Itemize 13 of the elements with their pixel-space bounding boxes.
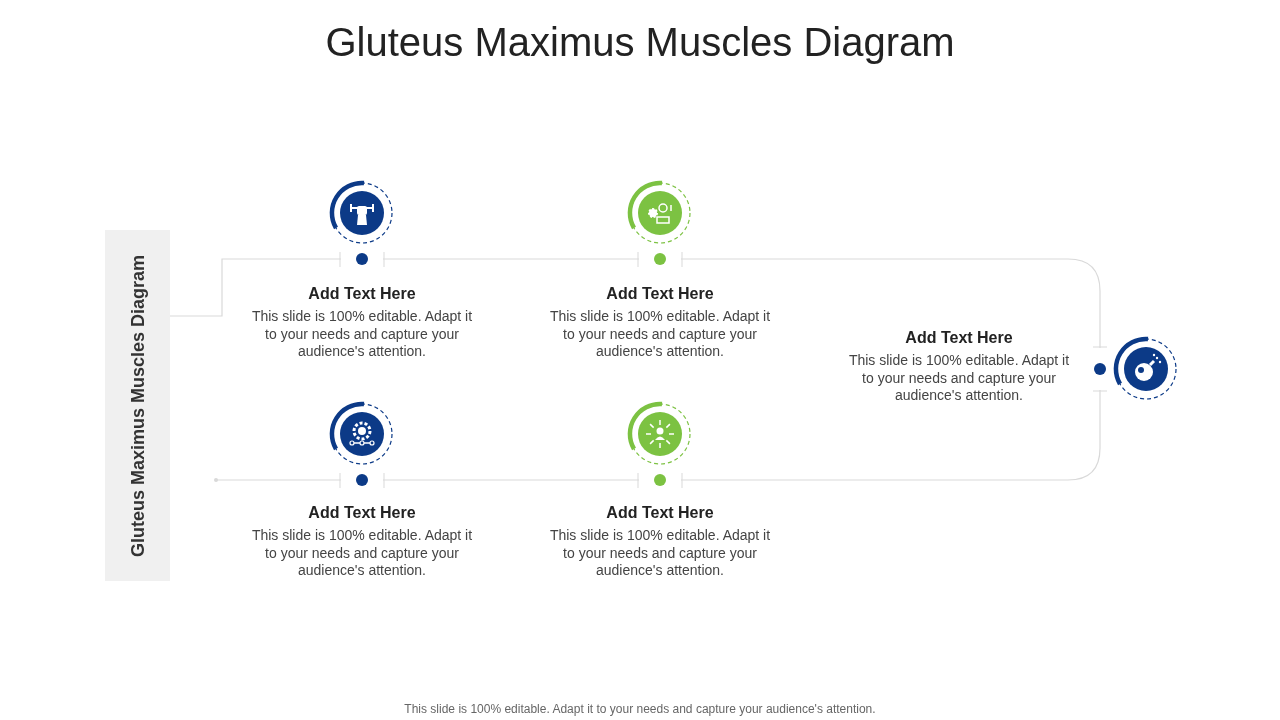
item-description: This slide is 100% editable. Adapt it to your needs and capture your audience's attention. [548,308,772,361]
item-heading: Add Text Here [605,504,715,522]
band-heading: Gluteus Maximus Muscles Diagram [127,254,148,557]
item-description: This slide is 100% editable. Adapt it to your needs and capture your audience's attention. [250,308,474,361]
item-description: This slide is 100% editable. Adapt it to your needs and capture your audience's attention. [548,527,772,580]
footer-note: This slide is 100% editable. Adapt it to your needs and capture your audience's attention. [403,702,877,716]
item-heading: Add Text Here [307,285,417,303]
item-heading: Add Text Here [307,504,417,522]
item-heading: Add Text Here [904,329,1014,347]
item-heading: Add Text Here [605,285,715,303]
item-description: This slide is 100% editable. Adapt it to your needs and capture your audience's attention. [250,527,474,580]
item-description: This slide is 100% editable. Adapt it to your needs and capture your audience's attention. [847,352,1071,405]
slide-title: Gluteus Maximus Muscles Diagram [324,20,956,65]
